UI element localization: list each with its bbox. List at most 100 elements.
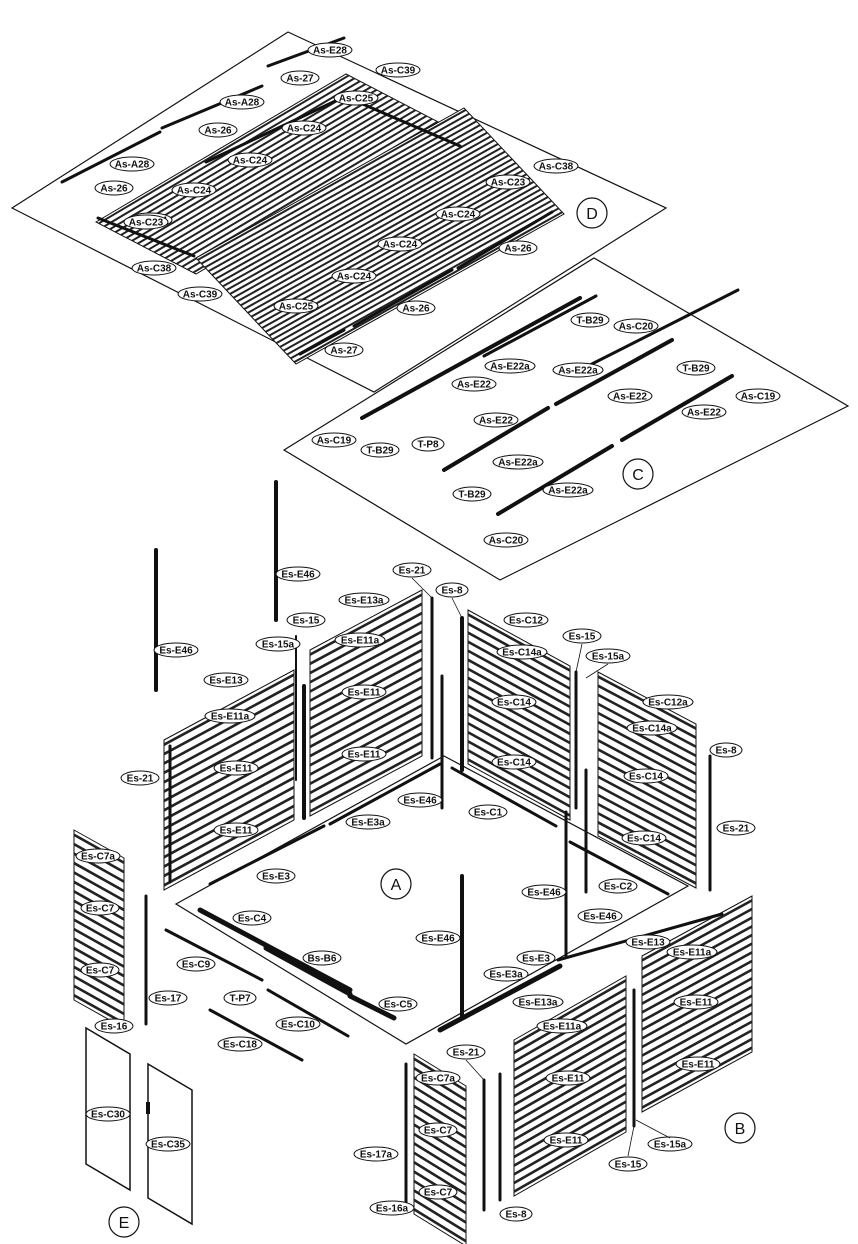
part-label: Es-C9 — [176, 956, 216, 972]
part-label: T-B29 — [570, 312, 610, 328]
part-label: As-C20 — [613, 318, 659, 334]
rail-bar — [360, 296, 582, 420]
svg-text:Es-C35: Es-C35 — [151, 1140, 185, 1151]
svg-text:Es-C12: Es-C12 — [509, 616, 543, 627]
part-label: Es-E46 — [521, 884, 567, 900]
part-label: Es-C35 — [145, 1136, 191, 1152]
part-label: As-27 — [280, 70, 320, 86]
part-label: Es-E3a — [483, 966, 529, 982]
svg-text:Es-21: Es-21 — [723, 824, 750, 835]
part-label: As-C24 — [171, 182, 217, 198]
svg-text:Es-15a: Es-15a — [592, 652, 625, 663]
part-label: Es-E46 — [153, 642, 199, 658]
svg-text:As-E22: As-E22 — [613, 392, 647, 403]
part-label: As-C23 — [485, 174, 531, 190]
part-label: Es-C7 — [418, 1122, 458, 1138]
svg-text:As-C38: As-C38 — [539, 162, 574, 173]
svg-text:As-C24: As-C24 — [177, 186, 212, 197]
part-label: T-B29 — [676, 360, 716, 376]
part-label: Es-21 — [392, 562, 432, 578]
rail-bar — [442, 406, 550, 472]
svg-text:Es-E11: Es-E11 — [552, 1074, 585, 1085]
svg-text:Es-16: Es-16 — [101, 1022, 128, 1033]
rail-bar — [352, 268, 454, 328]
svg-text:As-26: As-26 — [100, 184, 128, 195]
svg-text:Es-17: Es-17 — [155, 994, 182, 1005]
svg-text:Es-8: Es-8 — [715, 746, 737, 757]
leader-line — [451, 597, 463, 619]
svg-text:Es-E13: Es-E13 — [209, 676, 243, 687]
part-label: Es-8 — [709, 742, 743, 758]
leader-line — [627, 1125, 635, 1157]
svg-text:Es-E11: Es-E11 — [680, 998, 713, 1009]
svg-text:Es-21: Es-21 — [127, 774, 154, 785]
part-label: As-26 — [198, 122, 238, 138]
svg-text:Es-C7: Es-C7 — [86, 966, 115, 977]
part-label: Es-E46 — [397, 792, 443, 808]
svg-text:B: B — [735, 1121, 746, 1138]
svg-text:As-A28: As-A28 — [225, 98, 260, 109]
rail-bar — [266, 988, 350, 1038]
svg-text:Es-C5: Es-C5 — [384, 1000, 413, 1011]
svg-text:As-27: As-27 — [330, 346, 358, 357]
part-label: Es-C14a — [496, 644, 548, 660]
floor-frame — [174, 755, 690, 1045]
part-label: Es-E11a — [536, 1018, 588, 1034]
part-label: As-C25 — [333, 90, 379, 106]
rail-bar — [482, 294, 598, 358]
part-label: Es-E46 — [577, 908, 623, 924]
svg-text:Es-E11a: Es-E11a — [543, 1022, 582, 1033]
part-label: Es-E46 — [275, 566, 321, 582]
svg-text:Es-C14: Es-C14 — [497, 758, 531, 769]
part-label: Es-17a — [353, 1146, 399, 1162]
svg-text:As-E22a: As-E22a — [548, 486, 588, 497]
svg-text:As-E22: As-E22 — [687, 408, 721, 419]
rail-bar — [578, 288, 740, 372]
wall-panel-back-right-1 — [467, 609, 571, 821]
part-label: Es-17 — [148, 990, 188, 1006]
part-label: As-C38 — [533, 158, 579, 174]
svg-text:As-C24: As-C24 — [383, 240, 418, 251]
svg-text:As-C23: As-C23 — [491, 178, 526, 189]
part-label: Es-C14 — [621, 830, 667, 846]
part-label: As-C39 — [177, 286, 223, 302]
part-label: As-26 — [498, 240, 538, 256]
svg-text:Es-E3: Es-E3 — [522, 954, 550, 965]
svg-text:As-C19: As-C19 — [317, 436, 352, 447]
svg-text:Es-E11a: Es-E11a — [341, 636, 380, 647]
svg-text:Es-E46: Es-E46 — [527, 888, 561, 899]
part-label: As-E22a — [552, 362, 604, 378]
svg-text:As-C24: As-C24 — [337, 272, 372, 283]
part-label: As-C24 — [435, 206, 481, 222]
svg-text:Es-E11: Es-E11 — [348, 688, 381, 699]
svg-text:As-C20: As-C20 — [489, 536, 524, 547]
part-label: Es-E3a — [345, 814, 391, 830]
rail-bar — [208, 824, 326, 886]
part-label: As-E22 — [681, 404, 727, 420]
svg-text:As-C24: As-C24 — [233, 156, 268, 167]
part-label: Es-C2 — [598, 878, 638, 894]
rail-bar — [60, 130, 162, 184]
svg-text:T-B29: T-B29 — [576, 316, 604, 327]
part-label: Es-E46 — [415, 930, 461, 946]
part-label: Es-E11 — [341, 746, 387, 762]
part-label: Es-15 — [286, 612, 326, 628]
section-marker-a: A — [380, 868, 412, 900]
part-label: As-C19 — [735, 388, 781, 404]
part-label: Es-C7a — [75, 848, 121, 864]
svg-text:Es-C7a: Es-C7a — [421, 1074, 455, 1085]
part-label: As-E22a — [492, 454, 544, 470]
part-label: As-C39 — [375, 62, 421, 78]
part-label: Es-E13 — [203, 672, 249, 688]
rail-bar — [160, 84, 264, 130]
svg-text:Es-C9: Es-C9 — [182, 960, 211, 971]
svg-text:Es-C1: Es-C1 — [474, 808, 503, 819]
part-label: Es-C30 — [85, 1106, 131, 1122]
part-label: Es-C7 — [80, 962, 120, 978]
rail-bar — [347, 993, 397, 1021]
part-label: As-C24 — [377, 236, 423, 252]
rail-bar — [328, 762, 442, 826]
rail-bar — [496, 444, 614, 516]
svg-text:Es-E11: Es-E11 — [348, 750, 381, 761]
part-label: Es-C14 — [491, 694, 537, 710]
